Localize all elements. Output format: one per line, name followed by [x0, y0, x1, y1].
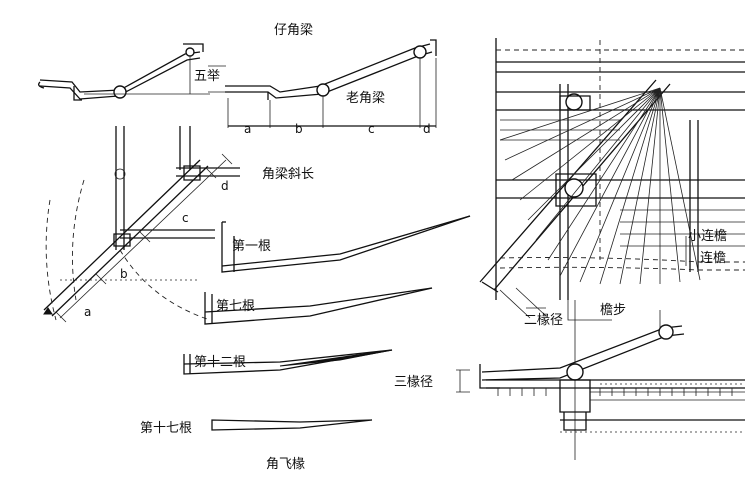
label-zijiaoliang: 仔角梁	[274, 23, 313, 38]
label-xiaolianyan: 小连檐	[688, 228, 727, 244]
label-yanbu: 檐步	[600, 303, 626, 318]
purlin-circle-plan-mid	[564, 178, 584, 198]
wuju-dim	[208, 65, 226, 93]
diag-dim-c: c	[182, 211, 189, 225]
rafter-piece-12	[183, 349, 393, 375]
label-dishiqigen: 第十七根	[140, 421, 192, 436]
corner-beam-plan	[43, 126, 240, 323]
label-lianyan: 连檐	[700, 250, 726, 266]
rafter-piece-7	[204, 287, 433, 325]
laojiaoliang-elevation	[225, 39, 437, 128]
label-diqigen: 第七根	[216, 299, 255, 314]
diag-dim-b: b	[120, 267, 128, 281]
purlin-circle-high	[413, 45, 427, 59]
diag-dim-a: a	[84, 305, 91, 319]
label-dishiergen: 第十二根	[194, 355, 246, 370]
purlin-circle-section-high	[658, 324, 674, 340]
label-laojiaoliang: 老角梁	[346, 91, 385, 106]
dim-c: c	[368, 122, 375, 136]
sanchuanjing-dim	[456, 369, 470, 393]
rafter-piece-1	[221, 215, 471, 273]
label-jiaoliang-xiechang: 角梁斜长	[262, 167, 314, 182]
rafter-piece-17	[211, 419, 373, 431]
diag-dim-d: d	[221, 179, 229, 193]
purlin-circle-small	[113, 85, 127, 99]
dim-a: a	[244, 122, 251, 136]
dim-d: d	[423, 122, 431, 136]
label-wuju: 五举	[194, 69, 220, 84]
diag-dimension-line	[59, 159, 227, 319]
fan-rafter-plan	[479, 38, 745, 300]
purlin-circle-top	[185, 47, 195, 57]
purlin-circle-section-eave	[566, 363, 584, 381]
zijiaoliang-elevation	[38, 43, 210, 101]
dim-b: b	[295, 122, 303, 136]
label-jiaofeichuan: 角飞椽	[266, 457, 305, 472]
purlin-circle-mid	[316, 83, 330, 97]
label-erchuanjing: 二椽径	[524, 313, 563, 328]
label-sanchuanjing: 三椽径	[394, 375, 433, 390]
label-diyigen: 第一根	[232, 239, 271, 254]
eave-section	[456, 287, 745, 460]
